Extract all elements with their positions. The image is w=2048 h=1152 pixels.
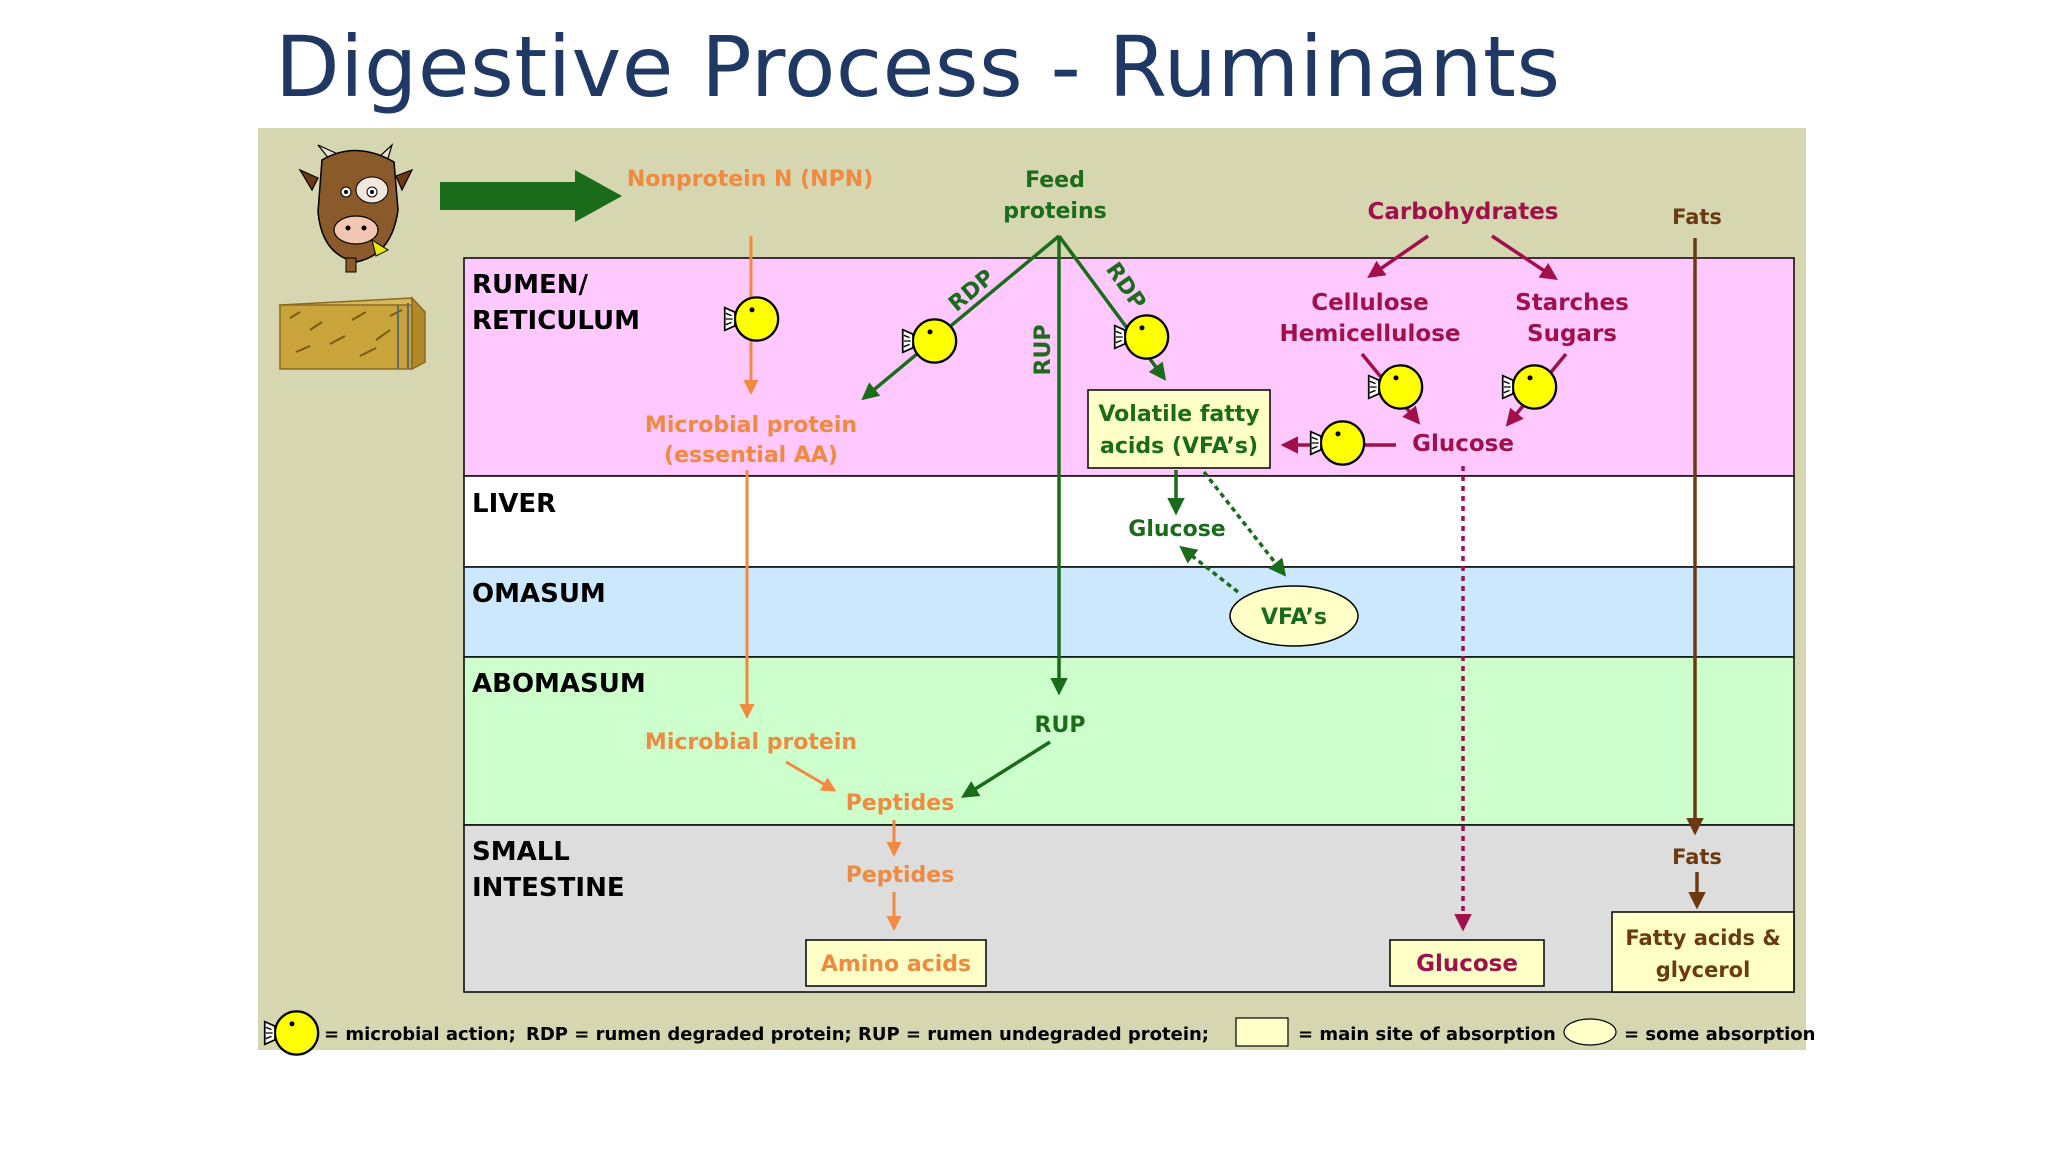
vfa-box (1087, 389, 1271, 469)
legend-some-absorption: = some absorption (1624, 1024, 1816, 1045)
organ-label-abomasum: ABOMASUM (472, 669, 646, 699)
band-liver (463, 475, 1795, 568)
node-vfa-oval: VFA’s (1261, 605, 1327, 630)
band-abomasum (463, 656, 1795, 826)
node-microbial-protein-rumen-2: (essential AA) (664, 443, 838, 468)
node-microbial-protein-rumen-1: Microbial protein (645, 413, 857, 438)
organ-label-small-2: INTESTINE (472, 873, 625, 903)
band-omasum (463, 566, 1795, 658)
fatty-acids-box (1611, 911, 1795, 993)
band-small-intestine (463, 824, 1795, 993)
legend-microbial: = microbial action; (324, 1024, 516, 1045)
node-fatty-acids-1: Fatty acids & (1625, 926, 1780, 950)
node-cellulose-1: Cellulose (1311, 290, 1429, 316)
organ-label-small-1: SMALL (472, 837, 570, 867)
legend-abbreviations: RDP = rumen degraded protein; RUP = rume… (526, 1024, 1209, 1045)
slide-title: Digestive Process - Ruminants (275, 18, 1561, 116)
node-glucose-si: Glucose (1416, 951, 1518, 977)
node-carbohydrates: Carbohydrates (1368, 199, 1559, 225)
amino-acids-box (805, 939, 987, 987)
legend-main-site: = main site of absorption (1298, 1024, 1556, 1045)
node-starches-1: Starches (1515, 290, 1629, 316)
node-amino-acids: Amino acids (821, 952, 971, 977)
node-cellulose-2: Hemicellulose (1279, 321, 1460, 347)
node-glucose-rumen: Glucose (1412, 431, 1514, 457)
node-fatty-acids-2: glycerol (1656, 958, 1751, 982)
edge-label-rup-vertical: RUP (1031, 325, 1056, 376)
node-peptides-abomasum: Peptides (846, 791, 955, 816)
organ-label-rumen-1: RUMEN/ (472, 270, 589, 300)
cow-head-icon (298, 143, 414, 273)
glucose-si-box (1389, 939, 1545, 987)
organ-label-liver: LIVER (472, 489, 556, 519)
node-microbial-protein-abomasum: Microbial protein (645, 730, 857, 755)
node-rup-abomasum: RUP (1035, 713, 1086, 738)
node-glucose-liver: Glucose (1128, 517, 1225, 542)
legend-oval-swatch (1563, 1018, 1617, 1046)
node-vfa-box-2: acids (VFA’s) (1100, 434, 1258, 459)
vfa-oval (1229, 585, 1359, 647)
legend-box-swatch (1235, 1017, 1289, 1047)
hay-bale-icon (278, 296, 427, 371)
node-starches-2: Sugars (1527, 321, 1617, 347)
node-npn: Nonprotein N (NPN) (627, 167, 873, 192)
big-green-arrow-icon (440, 170, 622, 222)
node-feed-proteins-2: proteins (1003, 199, 1106, 224)
node-fats-si: Fats (1672, 845, 1722, 869)
organ-label-rumen-2: RETICULUM (472, 306, 640, 336)
organ-label-omasum: OMASUM (472, 579, 606, 609)
node-feed-proteins-1: Feed (1025, 168, 1085, 193)
node-peptides-si: Peptides (846, 863, 955, 888)
node-fats-top: Fats (1672, 205, 1722, 229)
node-vfa-box-1: Volatile fatty (1098, 402, 1259, 427)
